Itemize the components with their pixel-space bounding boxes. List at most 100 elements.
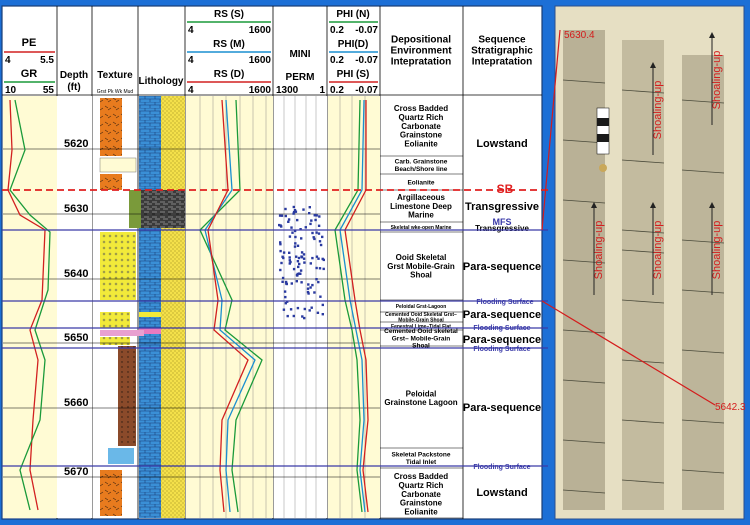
rs-m-min: 4: [188, 55, 194, 66]
perm-point: [288, 259, 291, 262]
perm-point: [298, 262, 301, 266]
environment-cell-6: Peloidal Grst-Lagoon: [396, 304, 447, 310]
perm-point: [296, 306, 300, 310]
perm-point: [317, 257, 320, 260]
phi-d-label: PHI(D): [338, 39, 369, 50]
perm-point: [315, 231, 318, 234]
perm-point: [302, 253, 306, 256]
perm-point: [288, 256, 291, 259]
rs-m-curve: [204, 99, 256, 513]
sequence-cell-4: Para-sequence: [463, 309, 541, 321]
perm-point: [316, 311, 320, 314]
perm-point: [292, 205, 295, 209]
perm-point: [278, 214, 282, 217]
phi-d-curve: [339, 99, 366, 513]
texture-column: [99, 98, 144, 516]
perm-point: [309, 262, 312, 265]
flooding-label-4: Flooding Surface: [473, 464, 530, 471]
perm-point: [281, 280, 284, 283]
perm-point: [290, 282, 293, 285]
coin-marker: [599, 164, 607, 172]
sequence-cell-1: Transgressive: [465, 201, 539, 213]
perm-point: [313, 237, 316, 241]
rs-d-curve: [207, 99, 249, 513]
perm-point: [303, 307, 306, 311]
flooding-label-2: Flooding Surface: [473, 325, 530, 332]
perm-point: [318, 215, 321, 218]
gr-max: 55: [43, 85, 55, 96]
perm-point: [296, 260, 300, 263]
perm-point: [295, 255, 298, 258]
perm-point: [282, 251, 286, 254]
flooding-label-3: Flooding Surface: [473, 346, 530, 353]
texture-label: Texture: [97, 70, 133, 81]
core-top-label: 5630.4: [564, 30, 595, 41]
core-bottom-label: 5642.3: [715, 402, 746, 413]
perm-point: [322, 258, 325, 262]
depth-label: Depth: [60, 70, 88, 81]
pe-curve: [7, 99, 46, 511]
sb-label: SB: [497, 182, 514, 196]
perm-point: [293, 229, 297, 233]
perm-point: [292, 212, 295, 215]
perm-point: [299, 272, 302, 275]
scale-bar: [596, 107, 610, 172]
perm-point: [281, 255, 284, 258]
perm-point: [279, 241, 282, 244]
phi-track: [328, 96, 380, 518]
rs-s-min: 4: [188, 25, 194, 36]
perm-point: [293, 209, 297, 212]
perm-point: [302, 208, 305, 211]
phi-s-curve: [344, 100, 369, 513]
perm-point: [308, 206, 311, 209]
perm-point: [304, 226, 307, 229]
rs-s-curve: [199, 99, 263, 513]
depth-tick-5640: 5640: [64, 268, 88, 280]
lithology-column: [129, 96, 185, 518]
perm-point: [282, 308, 286, 311]
perm-label: PERM: [286, 72, 315, 83]
pe-label: PE: [22, 37, 37, 49]
mini-label: MINI: [289, 49, 310, 60]
perm-point: [299, 269, 303, 272]
phi-s-max: -0.07: [355, 85, 378, 96]
perm-point: [319, 243, 323, 247]
perm-point: [284, 280, 288, 284]
perm-point: [286, 314, 289, 318]
pe-min: 4: [5, 55, 11, 66]
perm-point: [303, 261, 306, 264]
perm-max: 1: [319, 85, 325, 96]
texture-sub: Grst Pk Wk Mud: [97, 89, 134, 95]
perm-point: [292, 267, 296, 271]
perm-point: [299, 228, 302, 231]
perm-point: [296, 218, 299, 222]
phi-n-max: -0.07: [355, 25, 378, 36]
environment-cell-8: Fenestral Lime–Tidal Flat: [391, 324, 451, 330]
perm-point: [309, 222, 312, 226]
depth-tick-5670: 5670: [64, 466, 88, 478]
depth-tick-5630: 5630: [64, 203, 88, 215]
perm-point: [307, 283, 310, 286]
sequence-cell-7: Lowstand: [476, 487, 527, 499]
phi-n-min: 0.2: [330, 25, 344, 36]
perm-point: [295, 280, 298, 283]
lithology-label: Lithology: [139, 76, 184, 87]
perm-point: [307, 292, 310, 295]
rs-s-max: 1600: [249, 25, 272, 36]
perm-point: [286, 300, 289, 303]
perm-track: [274, 96, 327, 518]
perm-point: [302, 257, 306, 260]
perm-min: 1300: [276, 85, 299, 96]
environment-cell-2: Eolianite: [407, 179, 434, 186]
environment-cell-7: Cemented Ooid Skeletal Grst–Mobile-Grain…: [385, 312, 457, 324]
perm-point: [289, 308, 293, 311]
perm-point: [291, 231, 294, 234]
perm-point: [285, 282, 288, 286]
perm-point: [294, 210, 298, 213]
perm-point: [313, 213, 317, 217]
